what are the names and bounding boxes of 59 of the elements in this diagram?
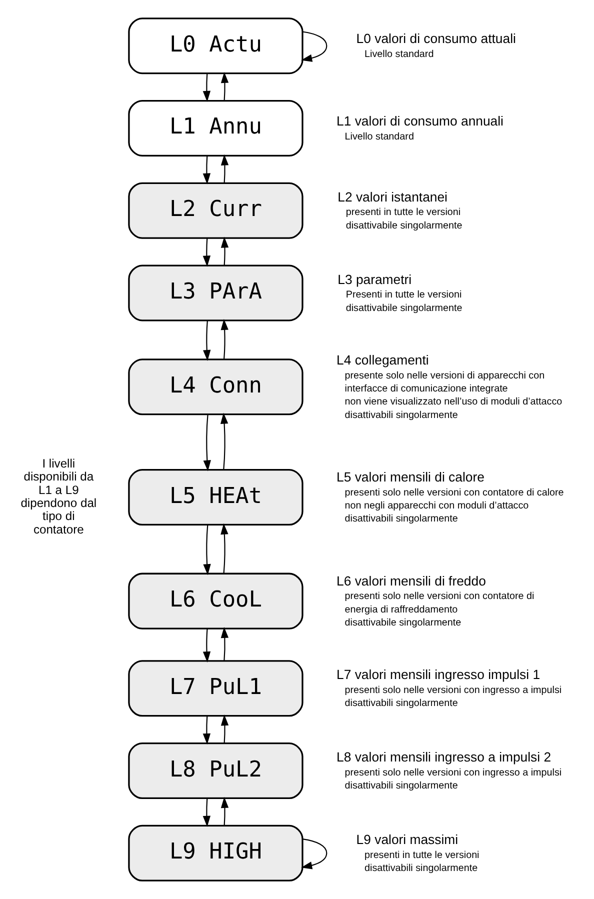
arrow	[220, 154, 229, 183]
node-label: disattivabile singolarmente	[346, 302, 462, 314]
node-label: disattivabili singolarmente	[344, 780, 458, 792]
arrow	[220, 626, 229, 661]
arrow	[220, 523, 228, 574]
arrow	[203, 320, 211, 361]
node-label: disattivabili singolarmente	[344, 698, 458, 710]
arrow	[203, 414, 211, 472]
node-label: L7 valori mensili ingresso impulsi 1	[336, 667, 540, 682]
node-label: L4 collegamenti	[336, 352, 429, 368]
node-label: non negli apparecchi con moduli d’attacco	[344, 500, 529, 512]
arrow	[202, 74, 211, 102]
label: I livelli disponibili da L1 a L9 dipendono dal tipo di contatore	[20, 456, 97, 536]
arrow	[220, 714, 229, 743]
node-label: disattivabile singolarmente	[344, 617, 462, 628]
node-label: L0 valori di consumo attuali	[356, 31, 516, 46]
arrow	[203, 525, 211, 576]
node-label: Livello standard	[364, 49, 434, 60]
node-box: L0 Actu	[128, 18, 304, 74]
arrow	[220, 72, 229, 100]
node-label: L2 valori istantanei	[338, 189, 448, 204]
node-box: L6 CooL	[128, 572, 304, 630]
node-label: disattivabili singolarmente	[364, 862, 478, 874]
arrow	[202, 798, 211, 827]
node-label: disattivabile singolarmente	[346, 220, 462, 232]
arrow	[202, 238, 211, 267]
node-label: non viene visualizzato nell’uso di moduli d’attacco	[344, 396, 562, 408]
node-label: L9 valori massimi	[356, 832, 458, 847]
node-label: L8 valori mensili ingresso a impulsi 2	[336, 750, 552, 765]
node-label: disattivabili singolarmente	[344, 514, 458, 525]
node-label: Presenti in tutte le versioni	[346, 290, 462, 301]
arrow	[220, 796, 229, 826]
node-box: L8 PuL2	[128, 742, 304, 800]
node-label: disattivabili singolarmente	[344, 410, 458, 421]
node-label: presenti in tutte le versioni	[364, 850, 480, 861]
node-box: L3 PArA	[128, 264, 304, 322]
arrow	[220, 236, 229, 266]
arrow	[220, 318, 228, 360]
node-box: L5 HEAt	[128, 469, 304, 526]
node-box: L1 Annu	[128, 100, 304, 157]
arrow	[202, 156, 211, 184]
arrow	[301, 838, 328, 870]
node-label: Livello standard	[344, 131, 414, 142]
node-box: L9 HIGH	[128, 824, 304, 882]
node-label: L1 valori di consumo annuali	[336, 114, 504, 129]
arrow	[220, 412, 228, 470]
arrow	[301, 31, 328, 62]
node-label: L6 valori mensili di freddo	[336, 573, 486, 588]
node-box: L2 Curr	[128, 182, 304, 239]
node-label: L5 valori mensili di calore	[336, 469, 484, 484]
node-label: presenti in tutte le versioni	[346, 207, 461, 218]
arrow	[202, 716, 211, 744]
arrow	[202, 628, 211, 662]
node-label: presenti solo nelle versioni con contatore di calore	[344, 487, 564, 498]
node-label: L3 parametri	[338, 272, 412, 287]
node-box: L4 Conn	[128, 358, 304, 416]
node-box: L7 PuL1	[128, 660, 304, 717]
node-label: presenti solo nelle versioni con ingresso a impulsi	[344, 685, 562, 696]
node-label: presenti solo nelle versioni con ingresso a impulsi	[344, 767, 562, 778]
